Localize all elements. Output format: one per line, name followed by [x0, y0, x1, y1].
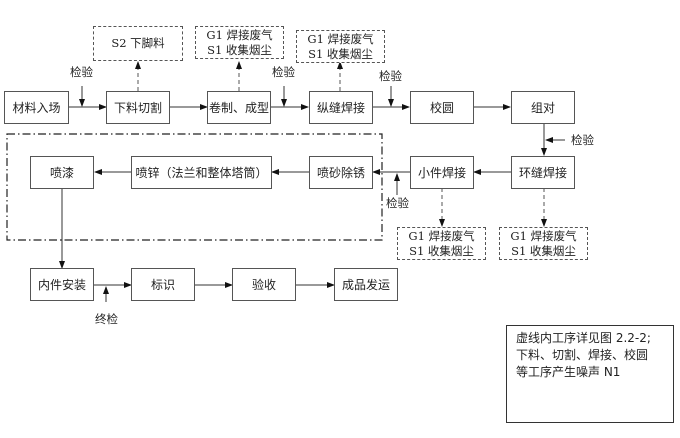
- step-small-part-welding: 小件焊接: [410, 156, 474, 189]
- emission-text: S1 收集烟尘: [409, 243, 474, 258]
- inspect-label-1: 检验: [70, 65, 93, 79]
- note-line: 等工序产生噪声 N1: [516, 365, 621, 379]
- emission-text: G1 焊接废气: [510, 228, 577, 243]
- emission-text: S1 收集烟尘: [207, 42, 272, 57]
- step-assembly: 组对: [511, 91, 575, 124]
- detail-enclosure: [6, 133, 383, 241]
- step-sandblasting: 喷砂除锈: [309, 156, 373, 189]
- step-painting: 喷漆: [30, 156, 94, 189]
- note-line: 下料、切割、焊接、校圆: [516, 348, 649, 362]
- step-circumferential-welding: 环缝焊接: [511, 156, 575, 189]
- step-rounding: 校圆: [410, 91, 474, 124]
- step-material-in: 材料入场: [4, 91, 69, 124]
- emission-text: G1 焊接废气: [307, 31, 374, 46]
- step-acceptance: 验收: [232, 268, 296, 301]
- emission-text: S1 收集烟尘: [308, 46, 373, 61]
- emission-text: G1 焊接废气: [408, 228, 475, 243]
- step-rolling: 卷制、成型: [207, 91, 271, 124]
- note-box: 虚线内工序详见图 2.2-2; 下料、切割、焊接、校圆 等工序产生噪声 N1: [506, 325, 674, 423]
- emission-text: S1 收集烟尘: [511, 243, 576, 258]
- note-line: 虚线内工序详见图 2.2-2;: [516, 331, 651, 345]
- emission-box-longwelding: G1 焊接废气 S1 收集烟尘: [296, 30, 385, 63]
- final-inspect-label: 终检: [95, 312, 118, 326]
- emission-text: G1 焊接废气: [206, 27, 273, 42]
- emission-box-rolling: G1 焊接废气 S1 收集烟尘: [195, 26, 284, 59]
- step-longitudinal-welding: 纵缝焊接: [309, 91, 373, 124]
- step-cutting: 下料切割: [106, 91, 170, 124]
- step-internal-installation: 内件安装: [30, 268, 94, 301]
- step-marking: 标识: [131, 268, 195, 301]
- inspect-label-2: 检验: [272, 65, 295, 79]
- step-shipping: 成品发运: [334, 268, 398, 301]
- emission-box-cutting: S2 下脚料: [93, 26, 183, 61]
- step-zinc-spraying: 喷锌（法兰和整体塔筒）: [131, 156, 272, 189]
- emission-box-smallwelding: G1 焊接废气 S1 收集烟尘: [397, 227, 486, 260]
- inspect-label-4: 检验: [571, 133, 594, 147]
- inspect-label-5: 检验: [386, 196, 409, 210]
- emission-box-circwelding: G1 焊接废气 S1 收集烟尘: [499, 227, 588, 260]
- inspect-label-3: 检验: [379, 69, 402, 83]
- emission-text: S2 下脚料: [111, 36, 165, 50]
